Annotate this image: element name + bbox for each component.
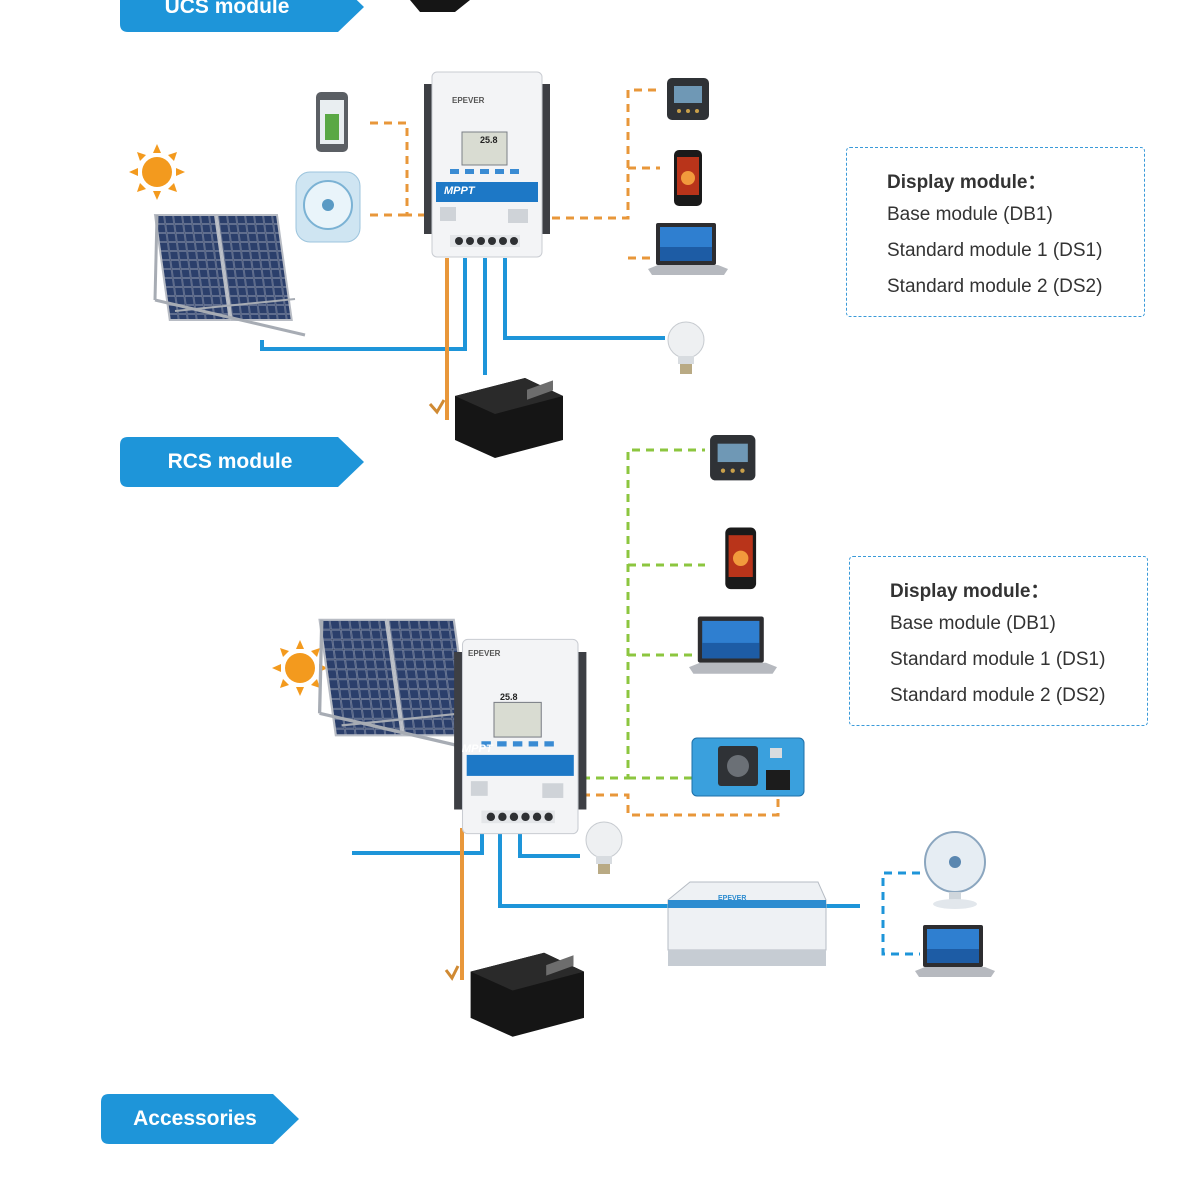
display-module-item: Standard module 2 (DS2) <box>887 276 1103 297</box>
controller-brand: EPEVER <box>452 96 485 105</box>
display-module-item: Standard module 1 (DS1) <box>887 240 1103 261</box>
light-bulb-icon <box>585 821 623 875</box>
controller-mppt-label: MPPT <box>462 743 494 755</box>
sun-icon <box>129 144 185 200</box>
ucs-controller <box>423 71 551 258</box>
smartphone-icon <box>674 150 702 206</box>
controller-lcd: 25.8 <box>500 692 518 702</box>
display-module-item: Base module (DB1) <box>890 613 1056 634</box>
display-module-title: Display module： <box>890 581 1050 602</box>
rcs-ac-dashed-wires <box>881 871 920 956</box>
desk-fan-icon <box>924 831 986 909</box>
rcs-module-label: RCS module <box>167 450 293 473</box>
display-module-box-1: Display module： Base module (DB1) Standa… <box>846 147 1145 317</box>
light-bulb-icon <box>667 321 705 375</box>
remote-meter-icon <box>710 435 756 481</box>
controller-brand: EPEVER <box>468 649 501 658</box>
display-module-item: Standard module 1 (DS1) <box>890 649 1106 670</box>
display-module-item: Standard module 2 (DS2) <box>890 685 1106 706</box>
ucs-module-tag: UCS module <box>120 0 364 32</box>
rcs-rj45-dashed-wires <box>540 790 780 817</box>
display-module-box-2: Display module： Base module (DB1) Standa… <box>849 556 1148 726</box>
display-module-title: Display module： <box>887 172 1047 193</box>
sine-inverter-icon: EPEVER <box>667 881 827 966</box>
battery-icon <box>470 952 584 1037</box>
display-module-item: Base module (DB1) <box>887 204 1053 225</box>
accessories-label: Accessories <box>133 1107 257 1130</box>
fan-icon <box>295 171 361 243</box>
inverter-icon <box>691 737 805 797</box>
laptop-icon <box>689 616 777 674</box>
ucs-blue-wires <box>260 258 665 375</box>
rcs-blue-wires <box>352 828 860 908</box>
temperature-sensor-icon <box>444 965 460 981</box>
mobile-battery-icon <box>316 92 348 152</box>
controller-mppt-label: MPPT <box>444 185 476 197</box>
ucs-module-label: UCS module <box>164 0 290 18</box>
smartphone-icon <box>725 527 757 590</box>
ucs-usb-dashed-wires <box>370 88 660 260</box>
rcs-module-tag: RCS module <box>120 437 364 487</box>
rcs-controller <box>453 638 587 835</box>
temperature-sensor-icon <box>428 399 446 415</box>
remote-meter-icon <box>667 78 709 120</box>
controller-lcd: 25.8 <box>480 135 498 145</box>
inverter-brand: EPEVER <box>718 895 746 902</box>
solar-panel-icon <box>153 213 307 337</box>
laptop-icon <box>915 925 995 977</box>
laptop-icon <box>648 223 728 275</box>
battery-icon <box>455 378 563 458</box>
accessories-tag: Accessories <box>101 1094 299 1144</box>
battery-icon <box>410 0 470 12</box>
